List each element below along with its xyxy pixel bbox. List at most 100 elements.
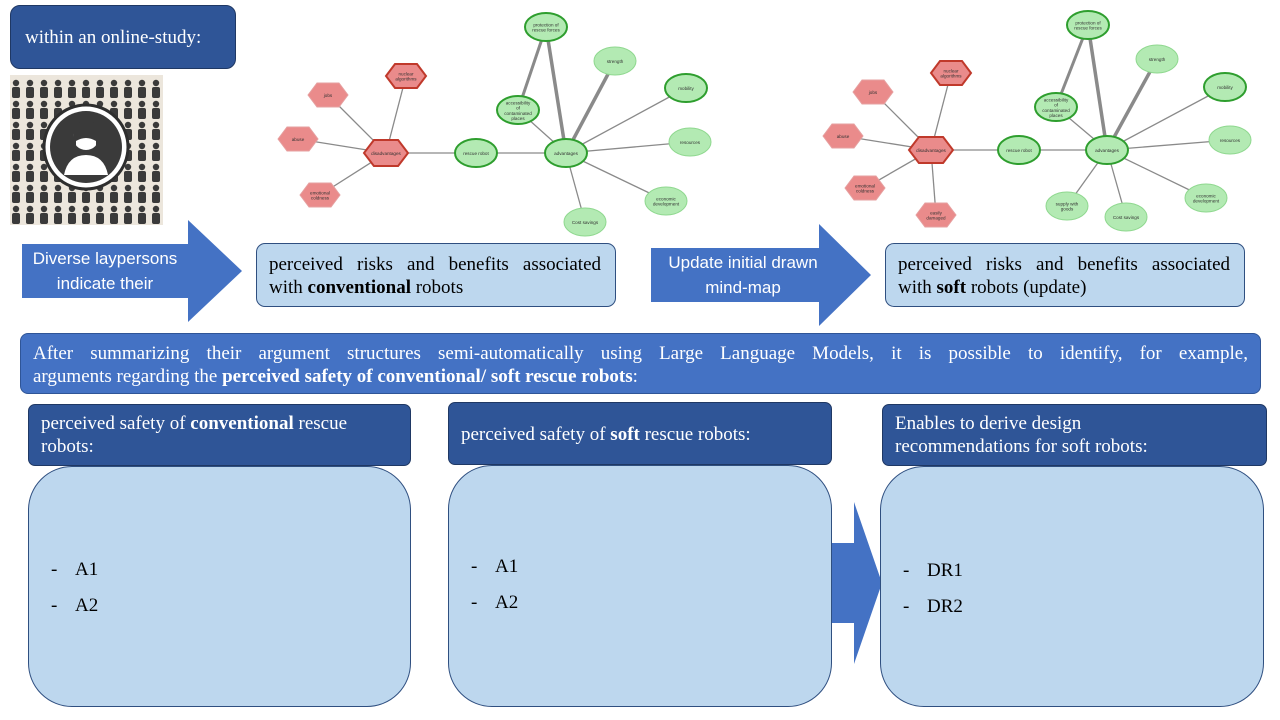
benefit-node xyxy=(1034,92,1078,122)
study-label: within an online-study: xyxy=(25,27,202,48)
design-recommendations-box: -DR1 -DR2 xyxy=(880,466,1264,707)
arrow-derive xyxy=(832,502,882,664)
person-icon xyxy=(26,205,34,213)
person-body xyxy=(54,87,62,98)
person-body xyxy=(152,150,160,161)
risk-node xyxy=(915,202,957,228)
person-body xyxy=(82,192,90,203)
person-icon xyxy=(26,184,34,192)
person-body xyxy=(40,192,48,203)
person-body xyxy=(110,87,118,98)
person-body xyxy=(152,171,160,182)
risk-center-node xyxy=(907,136,955,164)
person-body xyxy=(26,129,34,140)
risk-center-node xyxy=(362,139,410,167)
person-body xyxy=(82,213,90,224)
person-icon xyxy=(138,163,146,171)
mind-map-edge xyxy=(1086,24,1109,151)
person-icon xyxy=(12,79,20,87)
person-icon xyxy=(40,79,48,87)
rescue-robot-node-label: rescue robot xyxy=(1006,148,1032,153)
benefit-center-node-label: advantages xyxy=(554,151,578,156)
list-item: -A1 xyxy=(471,556,519,577)
conventional-risks-benefits-box: perceived risks and benefits associated … xyxy=(256,243,616,307)
person-body xyxy=(110,192,118,203)
arrow-update: Update initial drawn mind-map xyxy=(651,224,871,326)
person-body xyxy=(68,192,76,203)
risk-node-label: jobs xyxy=(868,90,878,95)
person-body xyxy=(54,192,62,203)
person-icon xyxy=(110,79,118,87)
arrow-laypersons-text: Diverse laypersons indicate their xyxy=(32,249,178,293)
list-item: -DR2 xyxy=(903,596,963,617)
person-icon xyxy=(26,121,34,129)
person-body xyxy=(138,129,146,140)
person-body xyxy=(124,192,132,203)
person-body xyxy=(12,213,20,224)
person-icon xyxy=(138,79,146,87)
conventional-safety-header: perceived safety of conventional rescue … xyxy=(28,404,411,466)
benefit-node xyxy=(1135,44,1179,74)
person-body xyxy=(12,108,20,119)
person-body xyxy=(26,108,34,119)
soft-argument-list: -A1 -A2 xyxy=(471,556,831,614)
person-body xyxy=(12,192,20,203)
person-body xyxy=(138,150,146,161)
person-icon xyxy=(124,205,132,213)
person-icon xyxy=(152,163,160,171)
benefit-node xyxy=(668,127,712,157)
person-body xyxy=(26,171,34,182)
risk-node-label: abuse xyxy=(292,137,305,142)
benefit-center-node-label: advantages xyxy=(1095,148,1119,153)
benefit-node xyxy=(1104,202,1148,232)
person-body xyxy=(138,192,146,203)
person-icon xyxy=(96,205,104,213)
person-body xyxy=(26,150,34,161)
benefit-node-label: strength xyxy=(1149,57,1166,62)
box2-text: perceived risks and benefits associated … xyxy=(898,254,1230,298)
design-recommendations-header: Enables to derive design recommendations… xyxy=(882,404,1267,466)
person-icon xyxy=(12,184,20,192)
person-icon xyxy=(110,184,118,192)
risk-node xyxy=(299,182,341,208)
risk-node xyxy=(384,63,428,89)
person-icon xyxy=(12,163,20,171)
person-body xyxy=(40,213,48,224)
person-icon xyxy=(40,205,48,213)
benefit-node-label: Cost savings xyxy=(572,220,599,225)
study-label-box: within an online-study: xyxy=(10,5,236,69)
list-item: -A1 xyxy=(51,559,99,580)
soft-safety-header: perceived safety of soft rescue robots: xyxy=(448,402,832,465)
person-icon xyxy=(152,121,160,129)
person-body xyxy=(138,213,146,224)
person-icon xyxy=(40,121,48,129)
person-icon xyxy=(54,79,62,87)
benefit-node-label: mobility xyxy=(1217,85,1233,90)
risk-node xyxy=(822,123,864,149)
person-icon xyxy=(26,142,34,150)
right-arrow-icon xyxy=(651,224,871,326)
mind-map-edge xyxy=(544,26,568,154)
person-icon xyxy=(138,184,146,192)
person-icon xyxy=(124,184,132,192)
rescue-robot-node xyxy=(997,135,1041,165)
risk-node-label: abuse xyxy=(837,134,850,139)
conventional-arguments-box: -A1 -A2 xyxy=(28,466,411,707)
person-body xyxy=(152,192,160,203)
person-icon xyxy=(40,163,48,171)
person-icon xyxy=(12,121,20,129)
right-arrow-icon xyxy=(22,220,242,322)
person-body xyxy=(124,108,132,119)
person-body xyxy=(152,108,160,119)
list-item: -DR1 xyxy=(903,560,963,581)
person-body xyxy=(82,87,90,98)
benefit-node-label: Cost savings xyxy=(1113,215,1140,220)
person-icon xyxy=(124,100,132,108)
rescue-robot-node-label: rescue robot xyxy=(463,151,489,156)
